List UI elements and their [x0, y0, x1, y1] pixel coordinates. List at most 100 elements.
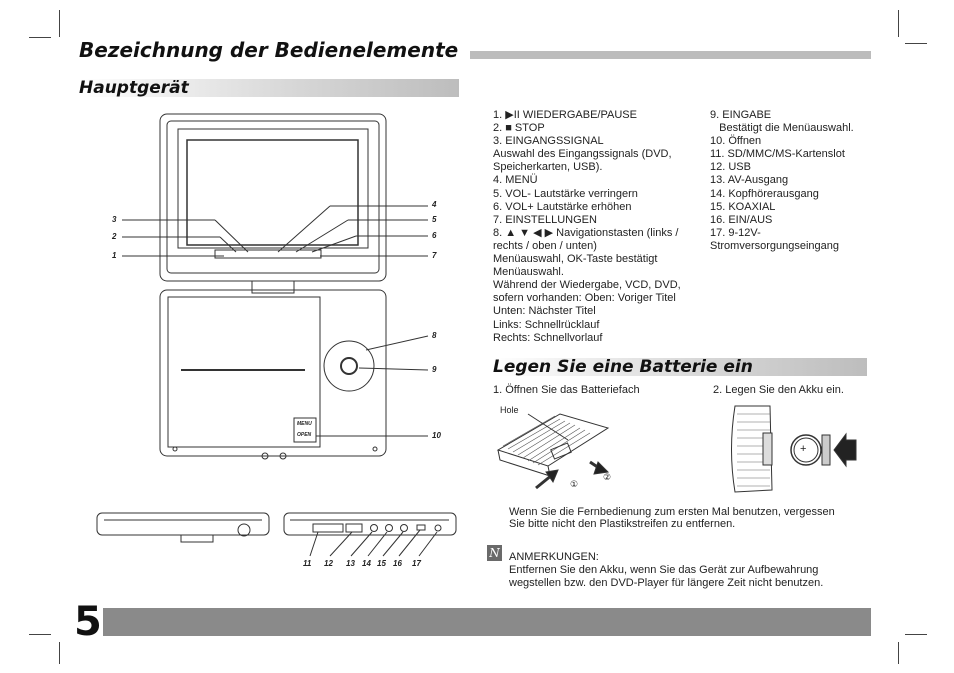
- callout-line: [358, 367, 429, 371]
- battery-step-2: 2. Legen Sie den Akku ein.: [713, 384, 844, 396]
- controls-line: 11. SD/MMC/MS-Kartenslot: [710, 148, 845, 161]
- controls-line: 12. USB: [710, 161, 751, 174]
- controls-list-1: 1. ▶II WIEDERGABE/PAUSE 2. ■ STOP 3. EIN…: [493, 109, 681, 345]
- callout-line: [350, 531, 373, 557]
- controls-line: sofern vorhanden: Oben: Voriger Titel: [493, 292, 676, 305]
- controls-list-2: 9. EINGABE Bestätigt die Menüauswahl. 10…: [710, 109, 854, 253]
- dc-in: [434, 524, 442, 532]
- controls-line: Speicherkarten, USB).: [493, 161, 603, 174]
- coin-cell-inner: [793, 437, 819, 463]
- controls-line: 16. EIN/AUS: [710, 213, 773, 226]
- controls-line: 10. Öffnen: [710, 135, 762, 148]
- controls-line: 5. VOL- Lautstärke verringern: [493, 187, 638, 200]
- base-foot: [261, 452, 269, 460]
- title-bar: [470, 51, 871, 59]
- remote-back-ridges: [737, 413, 770, 487]
- subtitle-main-unit: Hauptgerät: [79, 78, 189, 98]
- page-number: 5: [74, 599, 102, 645]
- coin-cell: [790, 434, 822, 466]
- controls-line: 9. EINGABE: [710, 109, 772, 121]
- callout-line: [418, 531, 438, 557]
- controls-line: 17. 9-12V-: [710, 226, 761, 239]
- controls-line: 14. Kopfhörerausgang: [710, 187, 819, 200]
- controls-line: 7. EINSTELLUNGEN: [493, 213, 597, 226]
- callout-line: [219, 236, 237, 253]
- callout-number: 3: [112, 215, 117, 224]
- base-outline: [159, 289, 387, 457]
- card-slot: [312, 523, 344, 533]
- callout-number: 12: [324, 559, 333, 568]
- callout-number: 9: [432, 365, 437, 374]
- callout-line: [382, 531, 404, 557]
- coax-port: [400, 524, 408, 532]
- lid-inner: [166, 120, 380, 274]
- remote-ridges: [502, 415, 591, 466]
- controls-line: 4. MENÜ: [493, 174, 538, 187]
- callout-number: 6: [432, 231, 437, 240]
- crop-mark: [59, 642, 60, 664]
- base-foot: [279, 452, 287, 460]
- nav-pad: [323, 340, 375, 392]
- menu-open-panel: [293, 417, 317, 443]
- controls-line: Stromversorgungseingang: [710, 239, 840, 252]
- button-strip: [214, 249, 322, 259]
- remote-body: [496, 413, 610, 467]
- controls-line: 3. EINGANGSSIGNAL: [493, 135, 604, 148]
- controls-line: Links: Schnellrücklauf: [493, 318, 600, 331]
- open-label: OPEN: [297, 432, 312, 438]
- callout-number: 14: [362, 559, 371, 568]
- callout-line: [329, 531, 353, 557]
- callout-number: 1: [112, 251, 117, 260]
- display-screen: [186, 139, 359, 246]
- controls-line: Rechts: Schnellvorlauf: [493, 331, 603, 344]
- push-arrow-head: [545, 469, 559, 484]
- crop-mark: [29, 37, 51, 38]
- remote-back: [731, 405, 773, 493]
- callout-number: 8: [432, 331, 437, 340]
- headphone-port: [385, 524, 393, 532]
- battery-tray: [550, 442, 572, 460]
- crop-mark: [59, 10, 60, 37]
- subtitle-bar-battery: [493, 358, 867, 376]
- callout-number: 2: [112, 232, 117, 241]
- callout-line: [277, 205, 331, 253]
- crop-mark: [29, 634, 51, 635]
- callout-line: [367, 531, 388, 557]
- hole-pointer: [527, 413, 569, 441]
- callout-line: [311, 235, 357, 253]
- controls-line: Unten: Nächster Titel: [493, 305, 596, 318]
- step-number-1: ①: [570, 479, 579, 489]
- remote-side: [497, 449, 551, 477]
- base-dot: [172, 446, 178, 452]
- callout-number: 17: [412, 559, 421, 568]
- controls-line: 6. VOL+ Lautstärke erhöhen: [493, 200, 632, 213]
- enter-button: [340, 357, 358, 375]
- av-port: [370, 524, 378, 532]
- controls-line: Menüauswahl.: [493, 266, 564, 279]
- display-frame: [177, 128, 369, 249]
- disc-lid: [167, 296, 321, 448]
- battery-step-1: 1. Öffnen Sie das Batteriefach: [493, 384, 640, 396]
- callout-number: 15: [377, 559, 386, 568]
- callout-line: [295, 219, 349, 253]
- hole-label: Hole: [500, 405, 519, 415]
- callout-number: 5: [432, 215, 437, 224]
- crop-mark: [905, 634, 927, 635]
- step-number-2: ②: [603, 472, 612, 482]
- base-dot: [372, 446, 378, 452]
- hinge: [251, 280, 295, 294]
- controls-line: 15. KOAXIAL: [710, 200, 776, 213]
- menu-label: MENU: [297, 421, 312, 427]
- side-view-jack: [237, 523, 251, 537]
- callout-line: [398, 529, 421, 557]
- controls-line: 1. ▶II WIEDERGABE/PAUSE: [493, 109, 637, 121]
- remarks-title: ANMERKUNGEN:: [509, 551, 599, 563]
- plus-sign: +: [800, 443, 807, 455]
- callout-number: 4: [432, 200, 437, 209]
- pull-arrow-head: [593, 461, 610, 475]
- tray-opening: [762, 432, 773, 466]
- callout-number: 7: [432, 251, 437, 260]
- note-icon: N: [487, 545, 502, 561]
